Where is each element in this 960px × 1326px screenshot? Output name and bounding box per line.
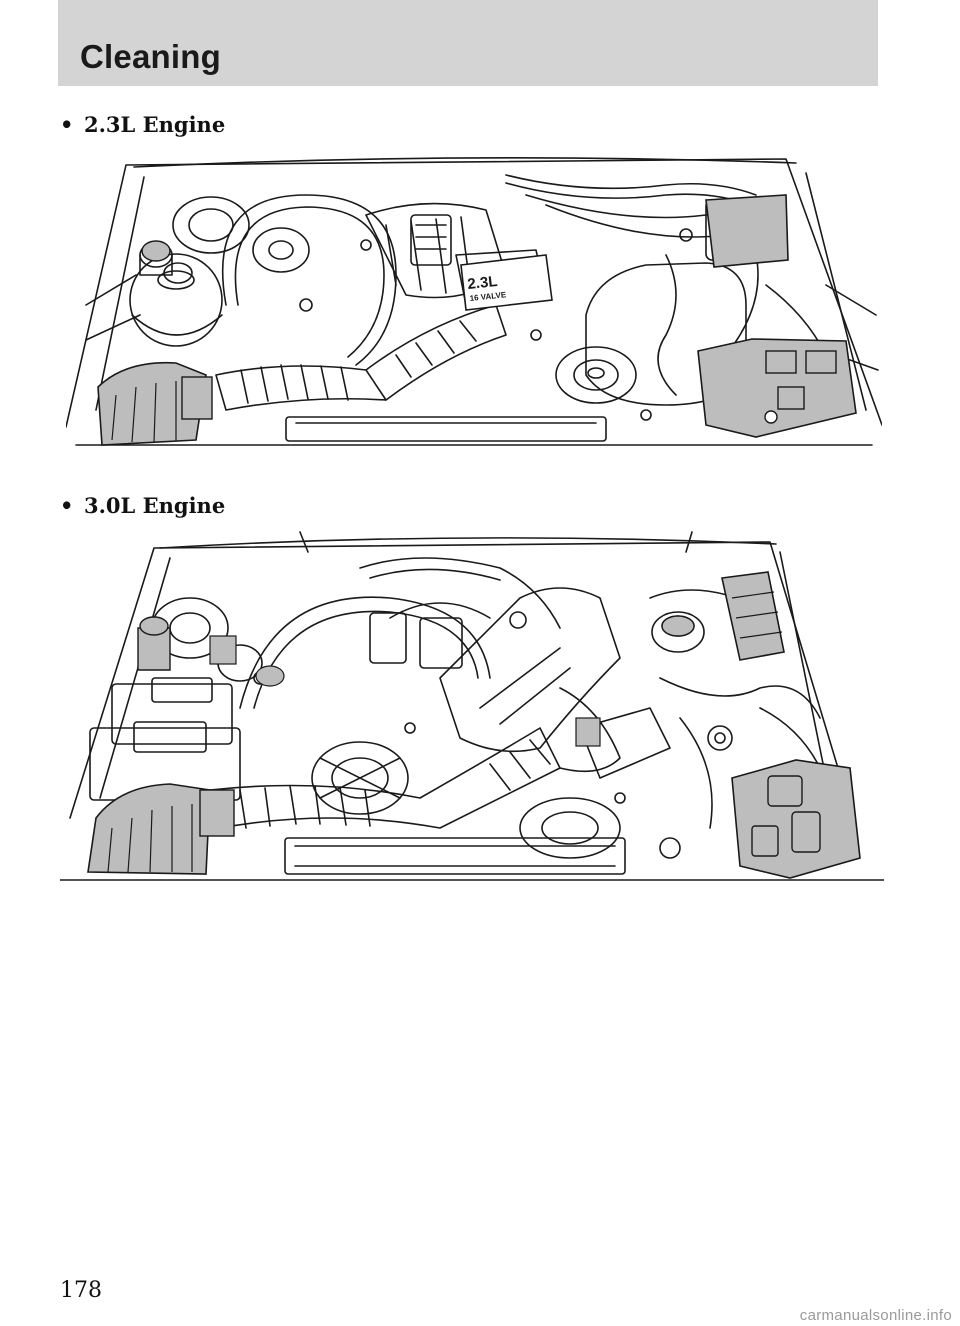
bullet: •: [60, 493, 74, 518]
bullet: •: [60, 112, 74, 137]
page-number: 178: [60, 1278, 102, 1303]
list-item-label: 3.0L Engine: [84, 493, 226, 518]
list-item-engine-30: • 3.0L Engine: [60, 493, 225, 518]
section-header: Cleaning: [58, 0, 878, 86]
engine-badge-size: 2.3L: [467, 273, 499, 293]
list-item-label: 2.3L Engine: [84, 112, 226, 137]
watermark: carmanualsonline.info: [799, 1307, 952, 1324]
list-item-engine-23: • 2.3L Engine: [60, 112, 225, 137]
section-title: Cleaning: [80, 38, 221, 75]
engine-diagram-3-0l: [60, 531, 884, 881]
engine-badge-valve: 16 VALVE: [469, 290, 507, 303]
engine-diagram-2-3l: 2.3L 16 VALVE: [66, 157, 882, 446]
